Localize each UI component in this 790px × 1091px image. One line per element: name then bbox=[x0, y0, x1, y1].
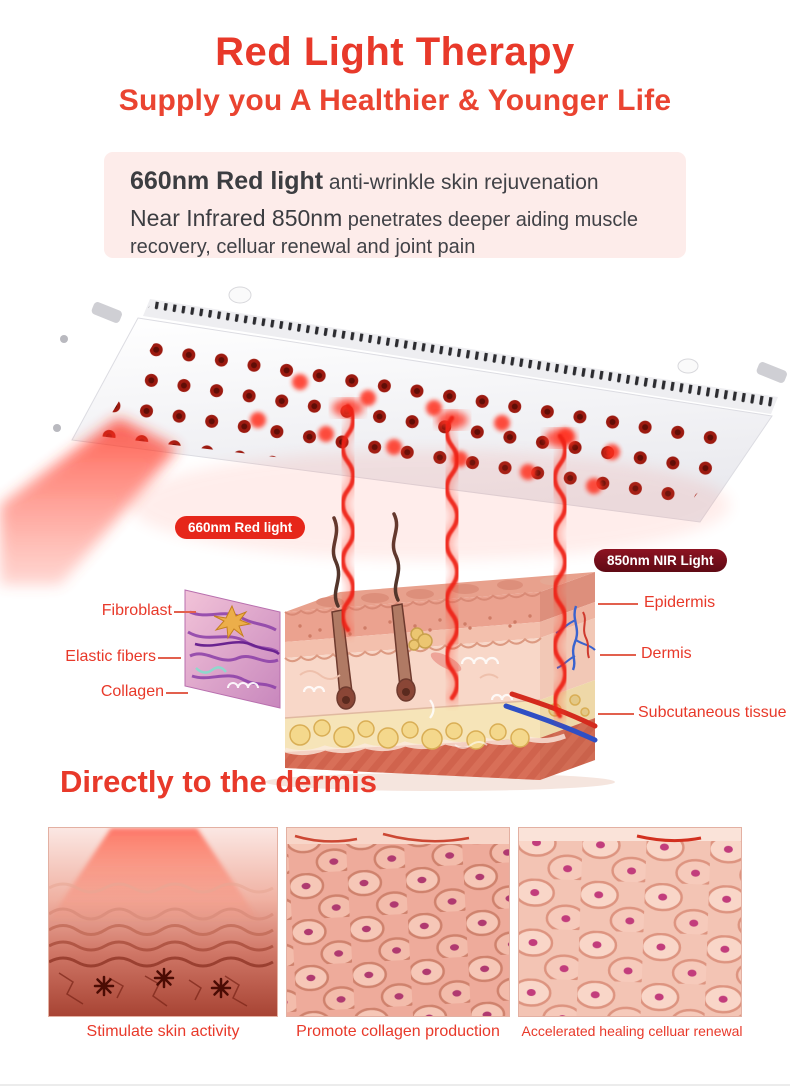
fibroblast-cell bbox=[213, 604, 252, 640]
info-660-rest: anti-wrinkle skin rejuvenation bbox=[323, 171, 599, 194]
label-subcutaneous-tissue: Subcutaneous tissue bbox=[638, 704, 787, 721]
skin-block bbox=[284, 512, 598, 780]
page-title: Red Light Therapy bbox=[215, 30, 575, 74]
leader-lines bbox=[158, 603, 638, 715]
caption-stimulate-skin: Stimulate skin activity bbox=[86, 1023, 240, 1040]
label-elastic-fibers: Elastic fibers bbox=[65, 648, 156, 665]
page-subtitle: Supply you A Healthier & Younger Life bbox=[118, 84, 672, 117]
panel1-cracks bbox=[58, 972, 248, 1007]
result-panel-collagen-production bbox=[286, 827, 510, 1017]
info-660-strong: 660nm Red light bbox=[130, 167, 324, 195]
panel1-activity-bursts bbox=[93, 967, 232, 999]
arrector-muscle bbox=[430, 652, 462, 672]
info-850-strong: Near Infrared 850nm bbox=[130, 205, 343, 231]
badge-850nm-nir-light: 850nm NIR Light bbox=[594, 549, 727, 572]
caption-healing-renewal: Accelerated healing celluar renewal bbox=[521, 1023, 743, 1039]
info-850-rest: penetrates deeper aiding muscle recovery… bbox=[130, 209, 638, 259]
caption-collagen-production: Promote collagen production bbox=[296, 1023, 500, 1040]
result-panel-stimulate-skin bbox=[48, 827, 278, 1017]
led-panel bbox=[53, 286, 787, 523]
hair-follicles bbox=[331, 512, 416, 710]
label-dermis: Dermis bbox=[641, 645, 692, 662]
fibroblast-inset bbox=[184, 589, 281, 709]
bottom-divider bbox=[0, 1084, 790, 1086]
feature-info-box: 660nm Red light anti-wrinkle skin rejuve… bbox=[104, 152, 686, 258]
panel1-light-beam bbox=[49, 828, 259, 920]
blood-vessels bbox=[503, 691, 598, 743]
result-panel-healing-renewal bbox=[518, 827, 742, 1017]
capillary-tree bbox=[555, 605, 596, 671]
badge-660nm-red-light: 660nm Red light bbox=[175, 516, 306, 539]
panel2-cells bbox=[287, 842, 509, 1016]
collagen-coils bbox=[302, 656, 514, 749]
label-collagen: Collagen bbox=[100, 683, 164, 700]
left-beam bbox=[0, 418, 178, 585]
label-epidermis: Epidermis bbox=[644, 594, 716, 611]
glowing-leds bbox=[250, 374, 620, 494]
info-line-850: Near Infrared 850nm penetrates deeper ai… bbox=[130, 203, 665, 261]
panel1-skin-ridges bbox=[49, 882, 274, 968]
info-line-660: 660nm Red light anti-wrinkle skin rejuve… bbox=[130, 167, 666, 196]
label-fibroblast: Fibroblast bbox=[101, 602, 172, 619]
epidermis-texture bbox=[298, 614, 532, 638]
fat-cells bbox=[289, 694, 590, 750]
dermis-squiggles bbox=[299, 670, 499, 680]
section-title: Directly to the dermis bbox=[60, 764, 377, 799]
panel3-cells bbox=[519, 840, 741, 1016]
sebaceous-gland bbox=[408, 627, 433, 651]
